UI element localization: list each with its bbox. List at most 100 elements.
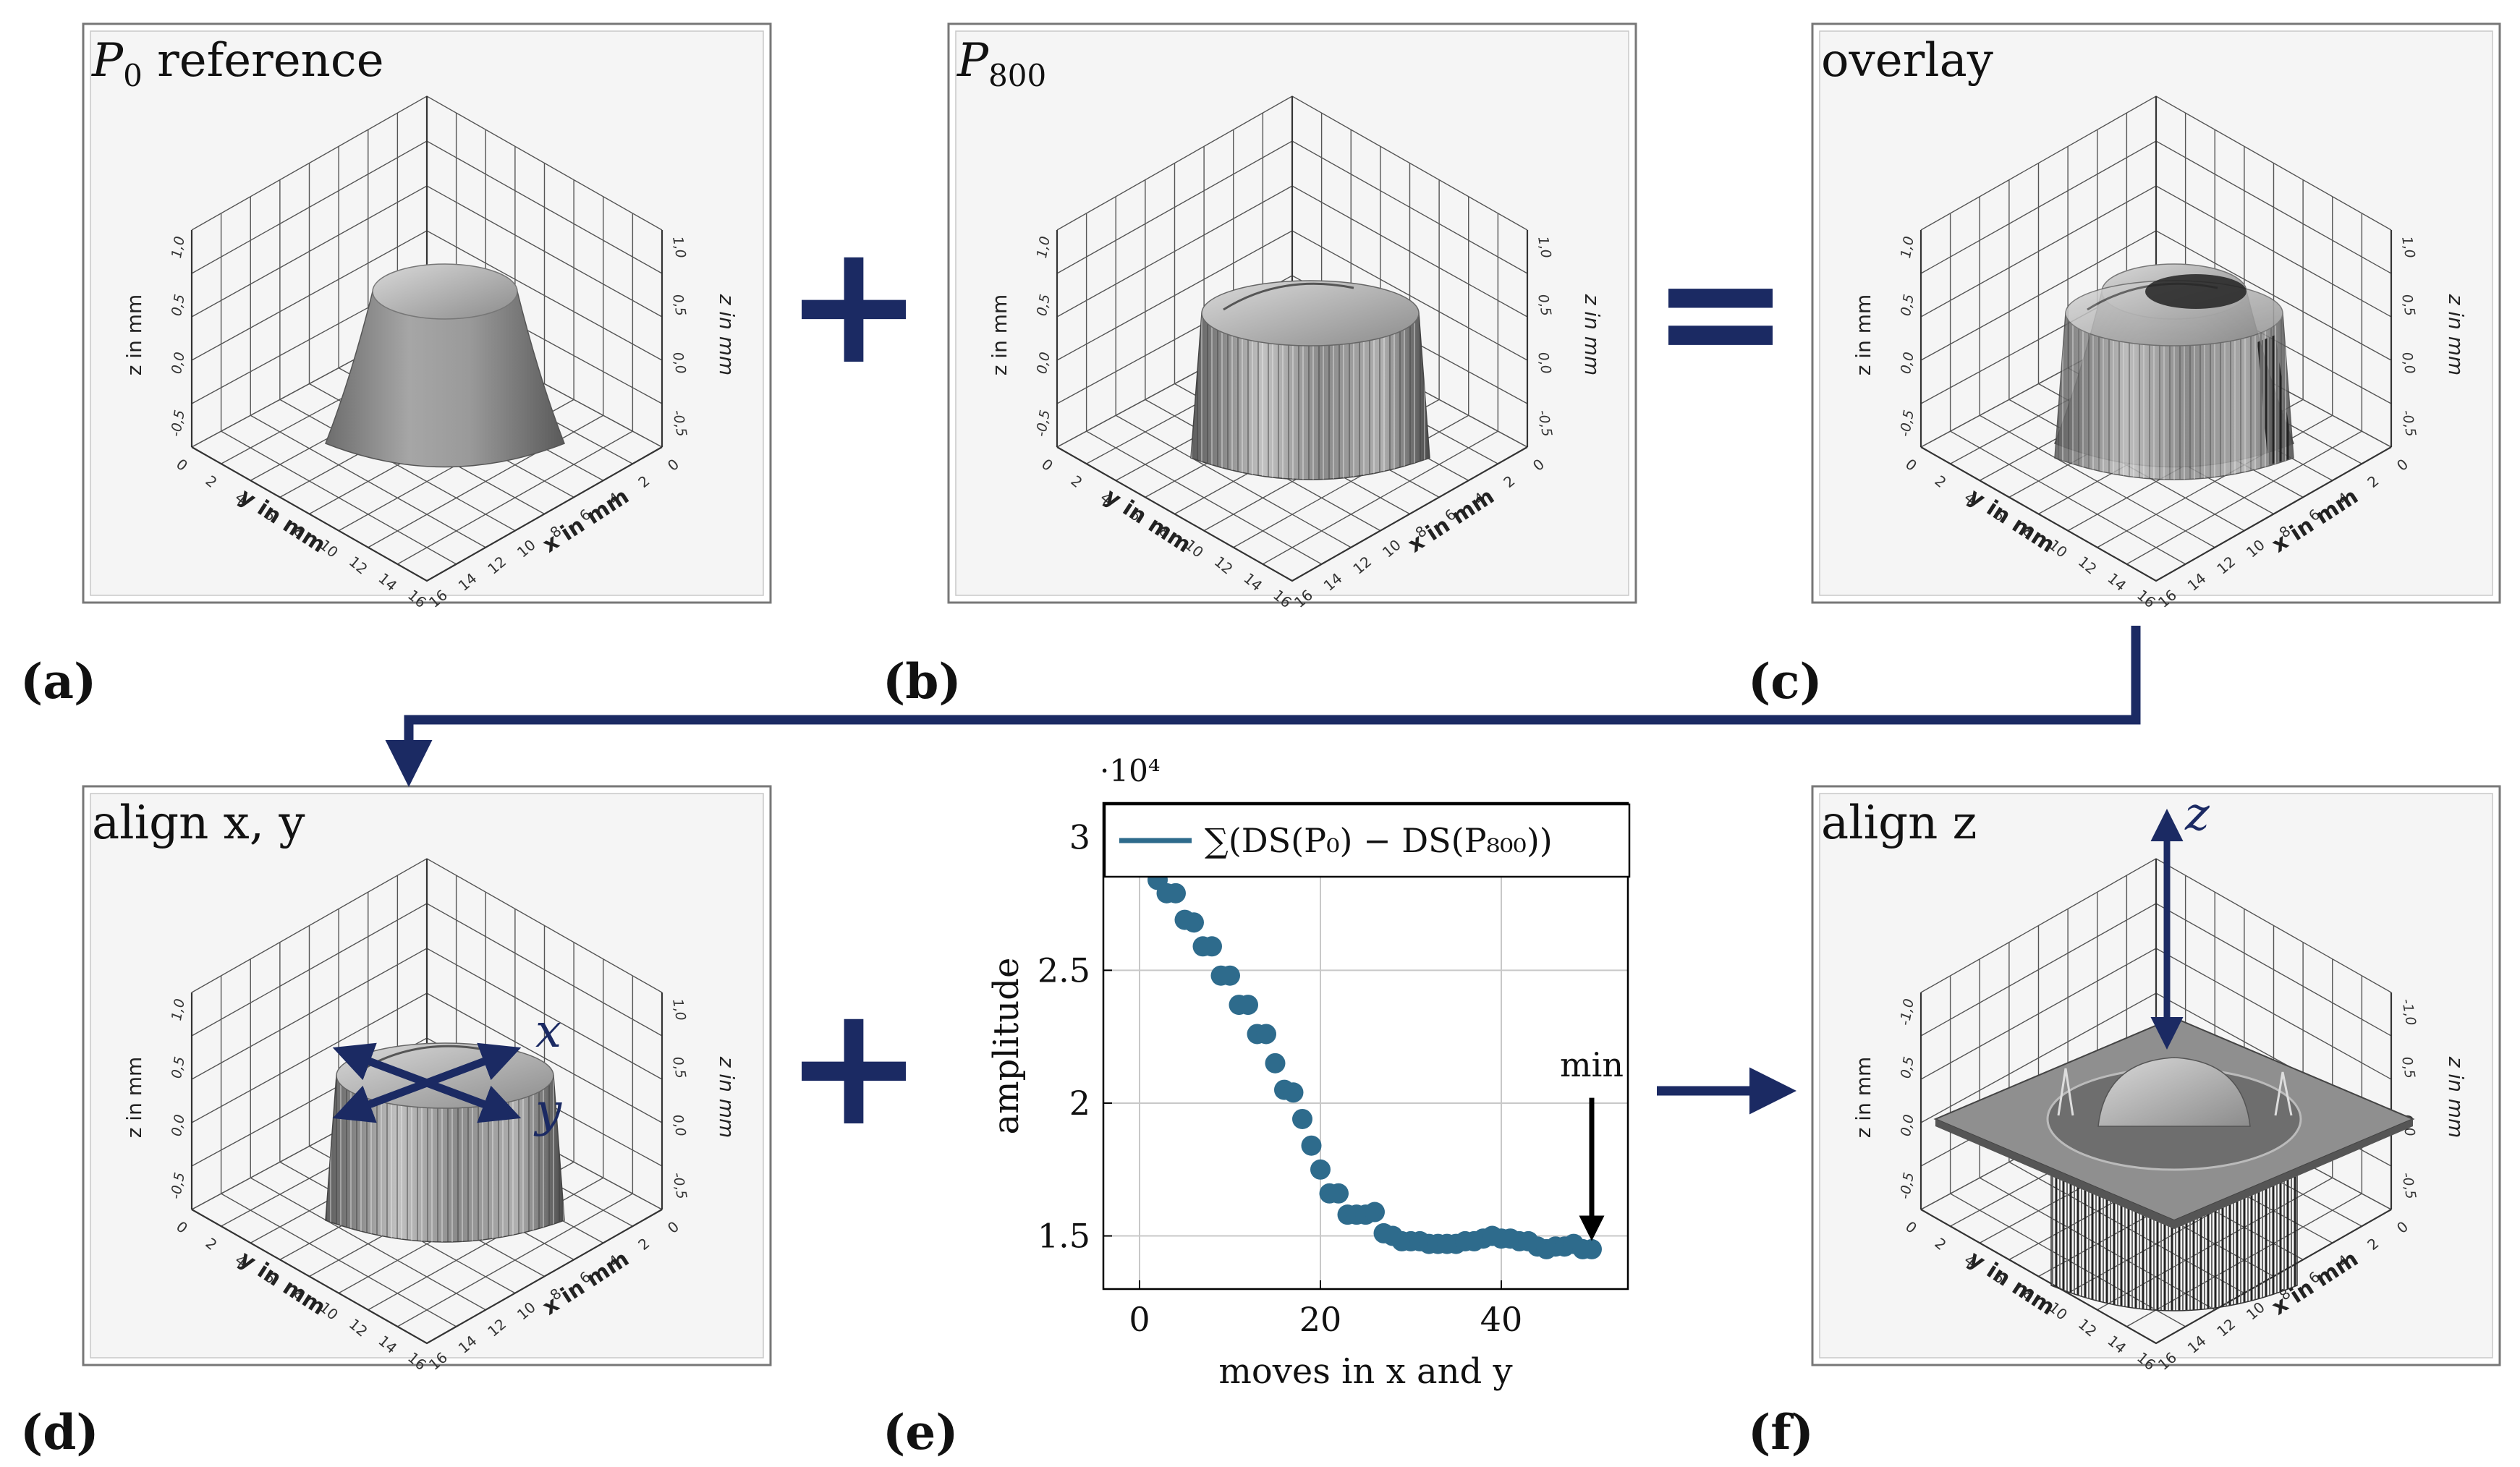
axis-floor-edge	[191, 446, 663, 582]
z-tick-right: 1,0	[669, 235, 689, 260]
z-tick-right: 0,5	[669, 1055, 689, 1080]
scanned-part-cap	[1201, 280, 1420, 346]
axis-floor-edge	[1920, 1209, 2392, 1345]
y-tick-label: 1.5	[1038, 1217, 1090, 1256]
z-tick-right: 0,0	[1535, 351, 1554, 375]
data-point	[1328, 1183, 1349, 1204]
crater-spikes	[2057, 1068, 2293, 1116]
panel-title-subscript: 0	[123, 58, 143, 93]
data-point	[1292, 1108, 1312, 1129]
z-axis-label-right: z in mm	[715, 1056, 739, 1139]
z-tick-left: 0,0	[169, 1113, 188, 1138]
scanned-part-ridge	[1223, 282, 1354, 311]
y-exponent-label: ·10⁴	[1100, 753, 1161, 788]
panel-f: -1,0-1,00,50,50,00,0-0,5-0,5z in mmz in …	[1811, 785, 2501, 1374]
reference-dome	[325, 291, 565, 468]
z-axis-label-left: z in mm	[122, 294, 146, 376]
z-tick-left: 0,5	[1898, 293, 1917, 318]
data-point	[1582, 1238, 1602, 1259]
reference-dome-cap	[372, 263, 518, 320]
z-tick-left: 0,0	[1898, 351, 1917, 375]
panel-title: align x, y	[92, 796, 305, 850]
panel-label-e: (e)	[883, 1404, 958, 1460]
z-tick-left: 0,5	[169, 293, 188, 318]
chart-frame	[1102, 801, 1629, 1290]
z-tick-left: 1,0	[169, 998, 188, 1022]
z-tick-right: 0,0	[669, 1113, 689, 1138]
x-axis-title: moves in x and y	[1218, 1351, 1512, 1392]
data-point	[1184, 912, 1204, 933]
data-point	[1256, 1024, 1276, 1045]
x-tick-label: 20	[1299, 1300, 1342, 1339]
z-tick-right: 0,5	[1535, 293, 1554, 318]
z-tick-left: 0,5	[1034, 293, 1053, 318]
scanned-part-texture	[2055, 313, 2294, 480]
z-tick-right: 1,0	[1535, 235, 1554, 260]
data-point	[1365, 1202, 1385, 1222]
panel-title-symbol: P	[91, 34, 124, 88]
z-tick-left: 0,0	[1034, 351, 1053, 375]
y-tick-label: 2.5	[1038, 951, 1090, 990]
z-axis-label-left: z in mm	[122, 1057, 146, 1139]
z-tick-left: 0,5	[169, 1055, 188, 1080]
z-tick-left: 0,0	[169, 351, 188, 375]
align-x-label: x	[535, 1005, 561, 1058]
axis-floor-edge	[1920, 446, 2392, 582]
data-point	[1220, 965, 1240, 986]
z-tick-left: 1,0	[1898, 235, 1917, 260]
data-point	[1202, 936, 1222, 957]
panel-label-f: (f)	[1748, 1404, 1814, 1460]
panel-title-symbol: P	[956, 34, 989, 88]
panel-label-d: (d)	[20, 1404, 99, 1460]
z-axis-label-right: z in mm	[2444, 294, 2468, 376]
y-axis-title: amplitude	[986, 958, 1027, 1135]
z-axis-label-left: z in mm	[1851, 294, 1875, 376]
equals-operator: =	[1651, 216, 1791, 409]
z-tick-right: 1,0	[2398, 235, 2418, 260]
chart-e: 0 20 40 1.5 2 2.5 3 ·10⁴ moves in x and y amplitu…	[883, 753, 1631, 1460]
z-tick-right: 0,5	[2398, 293, 2418, 318]
panel-title: overlay	[1821, 34, 1993, 88]
z-axis-label-right: z in mm	[1580, 294, 1604, 376]
connectors-layer: +=+xyz	[332, 208, 2210, 1163]
panel-label-c: (c)	[1748, 653, 1823, 710]
panel-title: P800	[956, 34, 1046, 93]
flow-arrow-c-to-d	[385, 626, 2141, 787]
x-tick-label: 40	[1480, 1300, 1523, 1339]
z-axis-label-left: z in mm	[1851, 1057, 1875, 1139]
y-tick-label: 2	[1069, 1084, 1090, 1123]
z-tick-left: 0,0	[1898, 1113, 1917, 1138]
panel-title: align z	[1821, 796, 1977, 850]
plus-operator: +	[784, 208, 924, 401]
panel-title-subscript: 800	[988, 58, 1046, 93]
z-axis-label-right: z in mm	[715, 294, 739, 376]
legend-box	[1103, 803, 1631, 878]
chart-legend: ∑(DS(P₀) − DS(P₈₀₀))	[1103, 803, 1631, 878]
aligned-dome	[2097, 1057, 2251, 1127]
z-tick-right: 1,0	[669, 998, 689, 1022]
scanned-part-texture	[1191, 313, 1430, 480]
z-tick-right: 0,0	[669, 351, 689, 375]
z-axis-label-left: z in mm	[988, 294, 1011, 376]
z-tick-right: 0,5	[2398, 1055, 2418, 1080]
axis-floor-edge	[1056, 446, 1528, 582]
panel-title: P0 reference	[91, 34, 384, 93]
z-tick-left: 1,0	[1034, 235, 1053, 260]
align-y-label: y	[533, 1084, 562, 1138]
legend-entry: ∑(DS(P₀) − DS(P₈₀₀))	[1205, 821, 1553, 860]
data-point	[1301, 1135, 1322, 1156]
z-tick-right: 0,5	[669, 293, 689, 318]
data-point	[1166, 883, 1186, 903]
panel-label-b: (b)	[883, 653, 962, 710]
plus-operator: +	[784, 970, 924, 1163]
x-tick-label: 0	[1129, 1300, 1150, 1339]
y-tick-label: 3	[1069, 818, 1090, 857]
data-point	[1310, 1159, 1331, 1180]
z-tick-left: 0,5	[1898, 1055, 1917, 1080]
panel-title-rest: reference	[143, 34, 384, 88]
